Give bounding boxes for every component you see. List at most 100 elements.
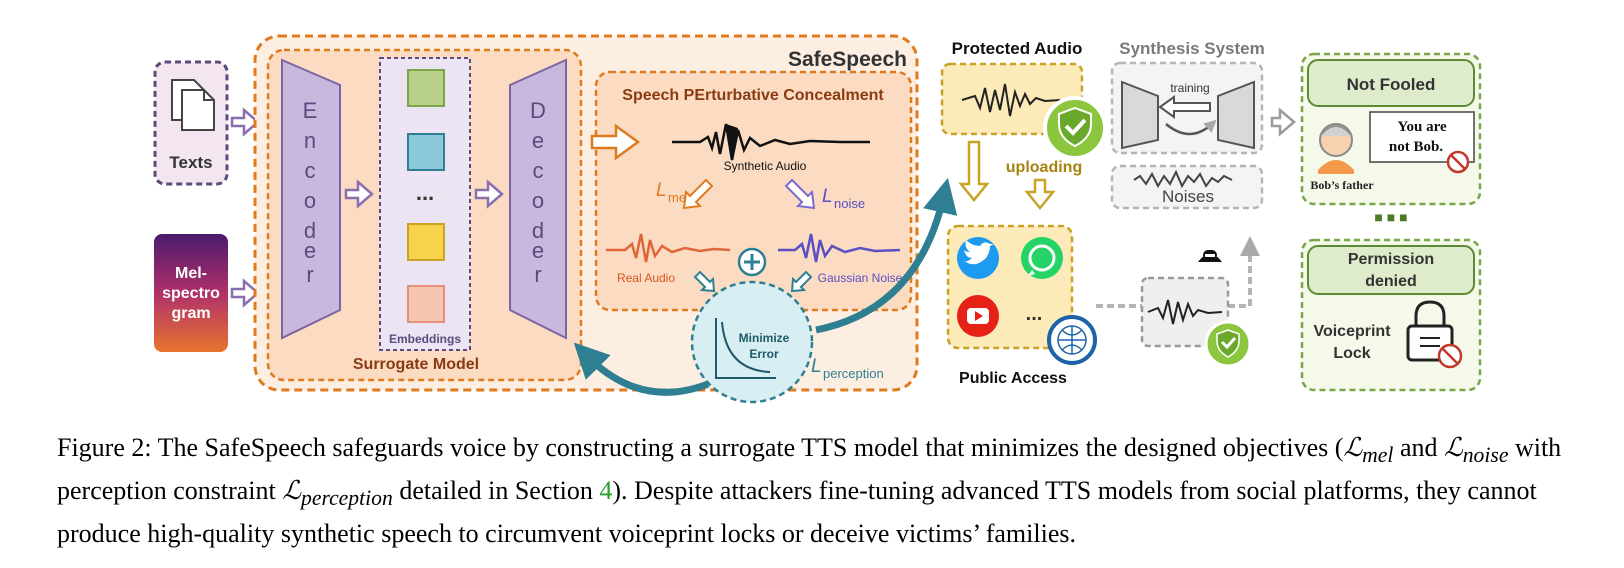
embeddings-label: Embeddings [389,332,461,346]
voiceprint-label-1: Voiceprint [1313,323,1391,340]
encoder-letter: d [304,218,316,243]
caption-text: with perception constraint [57,433,1562,506]
safespeech-title: SafeSpeech [788,48,907,71]
outcome-separator: ■ ■ ■ [1374,209,1407,225]
gaussian-noise-waveform: Gaussian Noise [778,233,903,285]
training-left-arrow [1158,95,1211,119]
plus-icon [737,247,767,277]
minimize-error-label-2: Error [749,347,779,361]
synthetic-to-noise-arrow [784,178,816,210]
l-noise-subscript: noise [834,196,865,211]
decoder-letter: r [534,262,541,287]
error-to-protected-arrow [815,177,958,334]
public-to-attacker-arrow [1096,236,1260,308]
public-access-title: Public Access [959,370,1067,387]
not-fooled-title: Not Fooled [1347,75,1436,94]
document-icon [171,79,215,131]
training-cycle-arrow [1165,119,1217,136]
noises-label: Noises [1162,187,1214,206]
texts-input: Texts [153,60,229,186]
caption-l-noise: noise [1462,443,1509,468]
caption-l-mel: mel [1362,443,1394,468]
safespeech-diagram: Texts Mel- spectro gram SafeSpeech Surro… [153,34,1482,404]
mel-label-2: spectro [162,285,220,302]
texts-to-encoder-arrow [230,107,260,137]
encoder-block: E n c o d e r [281,58,341,340]
globe-icon [1047,315,1097,365]
encoder-letter: n [304,128,316,153]
caption-text: and [1393,433,1444,462]
encoder-letter: r [306,262,313,287]
not-fooled-panel: Not Fooled You are not Bob. Bob’s father [1300,52,1482,206]
embeddings-block: ... Embeddings [379,57,471,351]
caption-l-perception: perception [301,486,393,511]
caption-loss-symbol: ℒ [282,476,301,506]
mel-label-1: Mel- [175,265,207,282]
caption-text: The SafeSpeech safeguards voice by const… [151,433,1344,462]
embedding-yellow [407,223,445,261]
caption-section-link[interactable]: 4 [599,476,613,506]
real-audio-label: Real Audio [617,271,675,285]
decoder-letter: e [532,238,544,263]
encoder-letter: c [305,158,316,183]
bobs-father-label: Bob’s father [1310,178,1374,192]
caption-loss-symbol: ℒ [1443,433,1463,462]
uploading-down-arrow [1024,178,1056,210]
caption-loss-symbol: ℒ [1343,433,1363,462]
prohibited-icon [1446,150,1470,174]
embedding-cyan [407,133,445,171]
permission-title-2: denied [1365,273,1417,290]
l-mel-subscript: mel [668,190,689,205]
decoder-letter: d [532,218,544,243]
l-noise-symbol: L [822,186,833,207]
decoder-letter: D [530,98,546,123]
public-access-box: ... [946,224,1074,350]
surrogate-model-title: Surrogate Model [353,356,479,373]
figure-caption: Figure 2: The SafeSpeech safeguards voic… [57,430,1569,551]
permission-denied-panel: Permission denied Voiceprint Lock [1300,238,1482,392]
embeddings-ellipsis: ... [416,180,434,205]
encoder-letter: e [304,238,316,263]
mel-spectrogram-input: Mel- spectro gram [154,234,228,352]
protected-audio-title: Protected Audio [952,39,1083,58]
whatsapp-icon [1021,237,1063,279]
synthetic-to-real-arrow [682,178,714,210]
old-man-icon [1318,123,1354,174]
public-ellipsis: ... [1026,303,1043,325]
shield-check-icon [1043,96,1107,160]
decoder-block: D e c o d e r [509,58,567,340]
decoder-letter: c [533,158,544,183]
synthesis-system-box: training [1110,61,1264,155]
twitter-icon [957,237,999,279]
texts-label: Texts [169,153,212,172]
synthetic-audio-label: Synthetic Audio [724,159,807,173]
noises-box: Noises [1110,164,1264,210]
decoder-letter: e [532,128,544,153]
real-to-error-arrow [693,270,716,293]
shield-check-small-icon [1204,320,1252,368]
l-perception-label: L perception [811,356,884,381]
decoder-to-spec-arrow [590,123,641,161]
uploading-label: uploading [1006,159,1082,176]
l-perception-symbol: L [811,356,822,377]
mel-to-encoder-arrow [230,278,260,308]
real-audio-waveform: Real Audio [606,233,731,285]
attacker-audio-box [1140,276,1230,348]
synthetic-audio-waveform: Synthetic Audio [672,123,870,173]
noise-to-error-arrow [790,270,813,293]
encoder-to-embeddings-arrow [344,179,374,209]
encoder-letter: o [304,188,316,213]
mel-label-3: gram [171,305,210,322]
caption-label: Figure 2: [57,433,152,462]
synthesis-to-outcome-arrow [1270,107,1296,137]
minimize-error-label-1: Minimize [739,331,790,345]
hacker-icon [1198,250,1222,262]
spec-title: Speech PErturbative Concealment [622,87,884,104]
l-perception-subscript: perception [823,366,884,381]
gaussian-noise-label: Gaussian Noise [818,271,903,285]
voiceprint-label-2: Lock [1333,345,1370,362]
speech-line-1: You are [1397,119,1447,135]
embedding-pink [407,285,445,323]
embeddings-to-decoder-arrow [474,179,504,209]
protected-down-arrow [958,140,990,202]
